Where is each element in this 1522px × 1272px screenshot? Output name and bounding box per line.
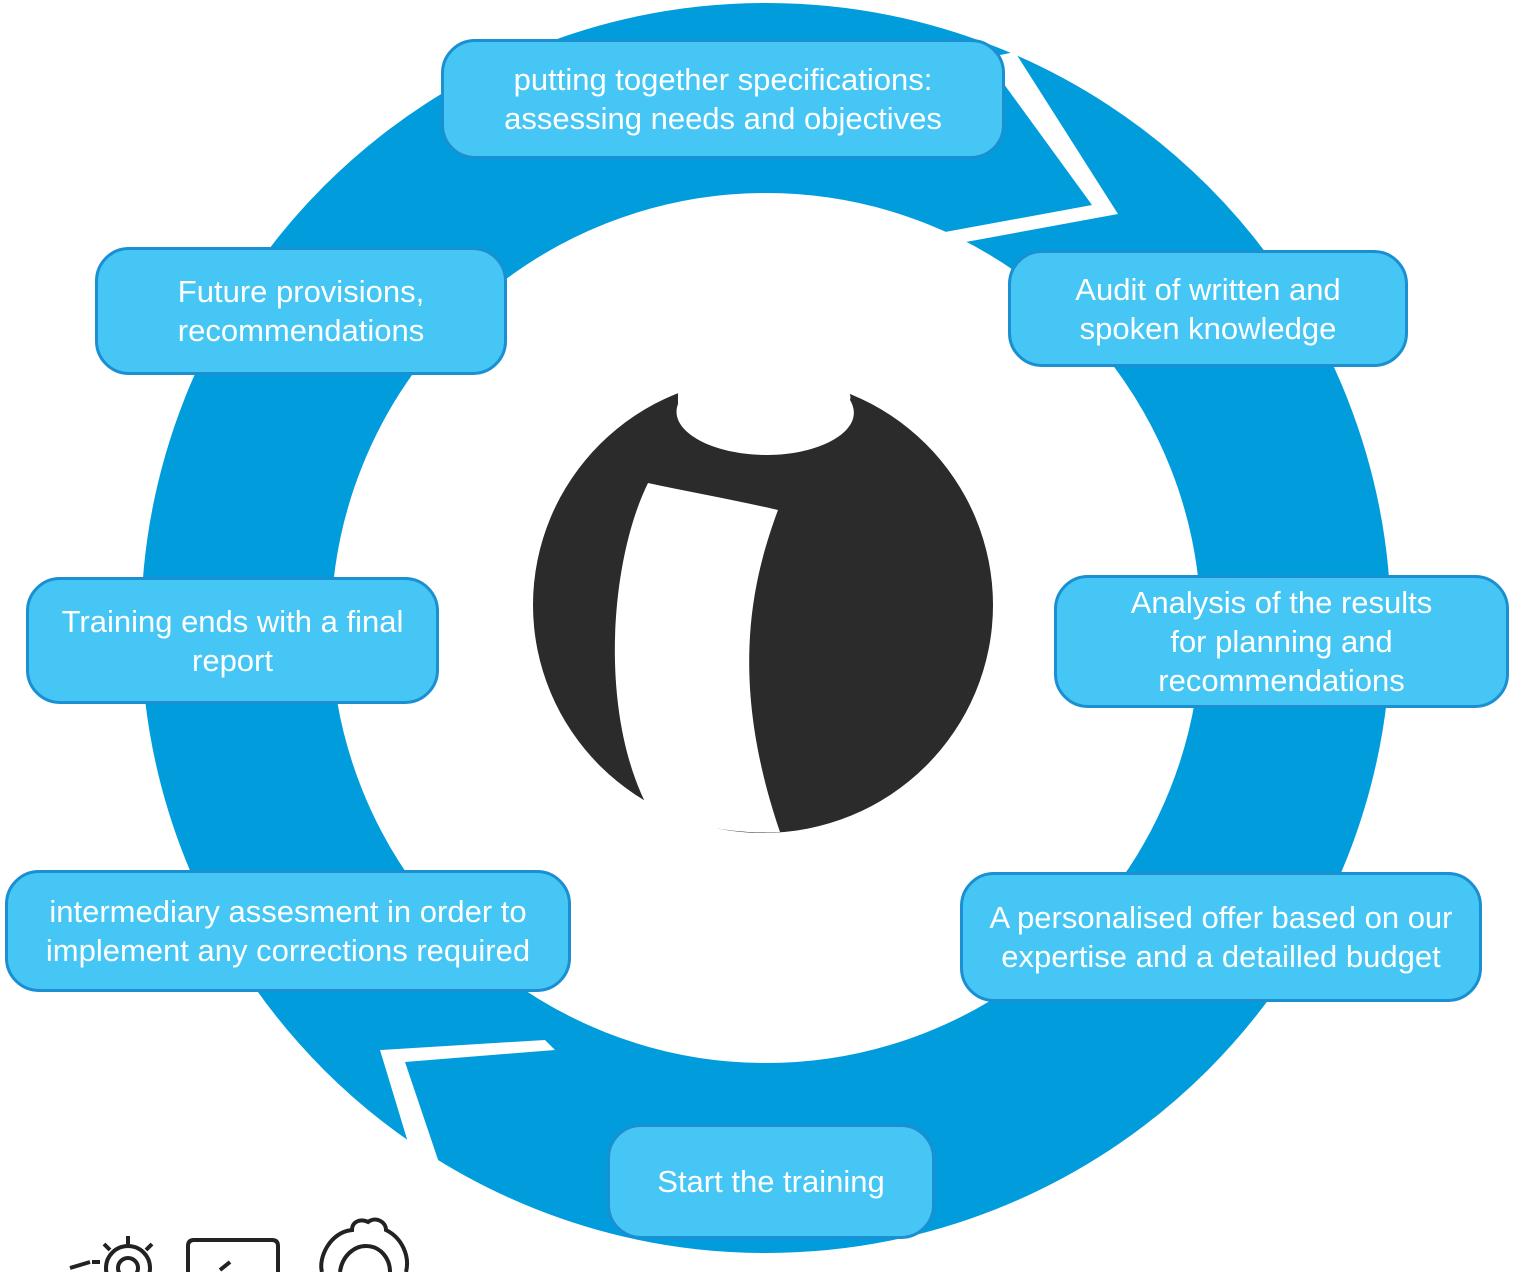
step-box-final-report: Training ends with a final report bbox=[26, 577, 439, 704]
step-label: putting together specifications: assessi… bbox=[504, 62, 942, 136]
step-box-specifications: putting together specifications: assessi… bbox=[441, 39, 1005, 159]
step-label: Training ends with a final report bbox=[61, 603, 404, 678]
step-label: Analysis of the results for planning and… bbox=[1130, 585, 1433, 698]
step-box-analysis: Analysis of the results for planning and… bbox=[1054, 575, 1509, 708]
gear-icon bbox=[69, 1236, 154, 1272]
cog-outline-icon bbox=[319, 1217, 409, 1272]
step-label: A personalised offer based on our expert… bbox=[989, 900, 1453, 974]
step-label: Future provisions, recommendations bbox=[177, 274, 425, 348]
arrow-notch-top bbox=[945, 52, 1118, 244]
step-box-audit: Audit of written and spoken knowledge bbox=[1008, 250, 1408, 367]
center-logo-icon bbox=[533, 371, 993, 833]
step-box-start-training: Start the training bbox=[607, 1124, 935, 1239]
step-box-intermediary-assessment: intermediary assesment in order to imple… bbox=[5, 870, 571, 992]
step-label: intermediary assesment in order to imple… bbox=[45, 894, 531, 968]
step-label: Start the training bbox=[657, 1164, 885, 1199]
checkbox-icon bbox=[186, 1238, 280, 1272]
step-box-offer: A personalised offer based on our expert… bbox=[960, 872, 1482, 1002]
step-box-future-provisions: Future provisions, recommendations bbox=[95, 247, 507, 375]
step-label: Audit of written and spoken knowledge bbox=[1075, 271, 1341, 346]
arrow-notch-bottom bbox=[380, 1040, 555, 1215]
